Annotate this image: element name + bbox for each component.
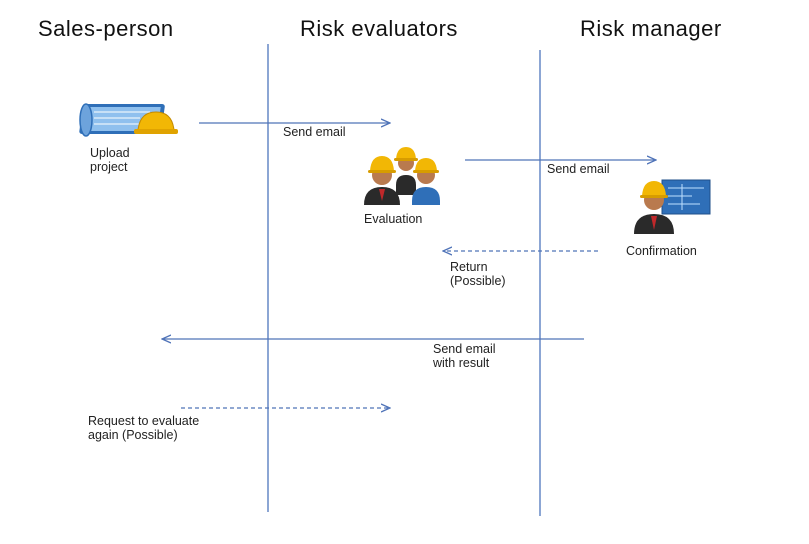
step-label-evaluation: Evaluation (364, 212, 423, 226)
lane-title-risk-evaluators: Risk evaluators (300, 16, 458, 41)
lane-title-risk-manager: Risk manager (580, 16, 722, 41)
workers-group-icon (364, 147, 440, 205)
blueprint-helmet-icon (79, 103, 178, 137)
manager-blueprint-icon (634, 179, 711, 234)
arrow-label-send-email-1: Send email (283, 125, 346, 139)
arrow-label-send-email-result: Send email with result (433, 342, 496, 370)
step-label-upload: Upload project (90, 146, 130, 174)
step-label-confirmation: Confirmation (626, 244, 697, 258)
arrow-label-request-again: Request to evaluate again (Possible) (88, 414, 200, 442)
arrow-label-return-possible: Return (Possible) (450, 260, 506, 288)
lane-title-sales-person: Sales-person (38, 16, 174, 41)
arrow-label-send-email-2: Send email (547, 162, 610, 176)
